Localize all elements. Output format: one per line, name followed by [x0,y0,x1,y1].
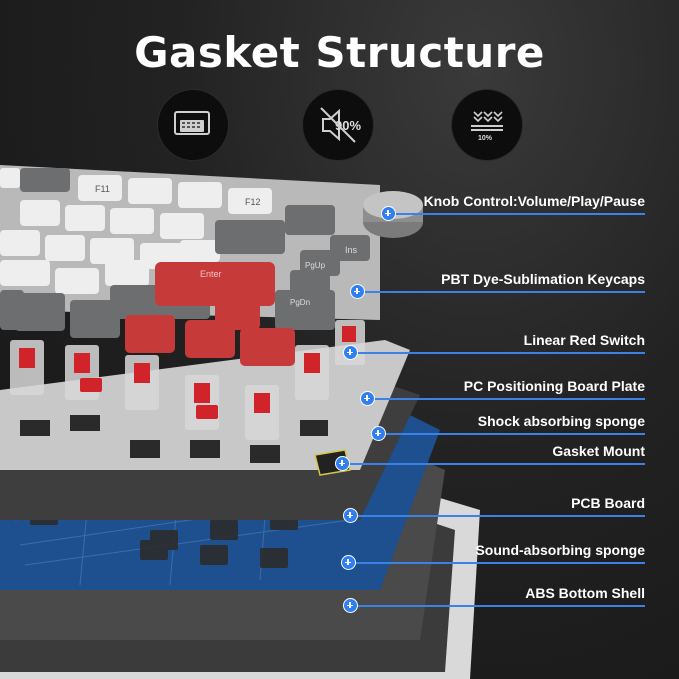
callout-pc-plate: PC Positioning Board Plate [0,378,679,422]
mute-percent-icon: 90% [303,90,373,160]
callout-marker-icon[interactable] [343,345,358,360]
callout-knob-control: Knob Control:Volume/Play/Pause [0,193,679,237]
callout-label: PBT Dye-Sublimation Keycaps [441,271,645,287]
callout-marker-icon[interactable] [343,508,358,523]
callout-marker-icon[interactable] [335,456,350,471]
callout-marker-icon[interactable] [381,206,396,221]
keycaps: F11 F12 Ins PgUp PgDn Enter [0,165,380,366]
callout-label: Gasket Mount [552,443,645,459]
layers-percent-icon: 10% [452,90,522,160]
switch-row [10,320,365,440]
key-pgup-legend: PgUp [305,261,326,270]
key-pgdn-legend: PgDn [290,298,310,307]
callout-label: PC Positioning Board Plate [463,378,645,394]
key-f11-legend: F11 [95,184,110,194]
layers-percent-text: 10% [478,135,493,142]
callout-marker-icon[interactable] [343,598,358,613]
callout-bottom-shell: ABS Bottom Shell [0,585,679,629]
callout-marker-icon[interactable] [360,391,375,406]
key-f12-legend: F12 [245,197,261,207]
callout-pcb-board: PCB Board [0,495,679,539]
callout-sound-sponge: Sound-absorbing sponge [0,542,679,586]
callout-marker-icon[interactable] [371,426,386,441]
callout-pbt-keycaps: PBT Dye-Sublimation Keycaps [0,271,679,315]
callout-marker-icon[interactable] [341,555,356,570]
key-enter-legend: Enter [200,269,222,279]
callout-gasket-mount: Gasket Mount [0,443,679,487]
keyboard-display-icon [158,90,228,160]
callout-linear-switch: Linear Red Switch [0,332,679,376]
callout-label: Knob Control:Volume/Play/Pause [423,193,645,209]
callout-shock-sponge: Shock absorbing sponge [0,413,679,457]
page-title: Gasket Structure [134,28,545,77]
callout-label: Shock absorbing sponge [477,413,645,429]
callout-label: Sound-absorbing sponge [475,542,645,558]
callout-label: PCB Board [571,495,645,511]
callout-marker-icon[interactable] [350,284,365,299]
callout-label: Linear Red Switch [523,332,645,348]
callout-label: ABS Bottom Shell [525,585,645,601]
key-ins-legend: Ins [345,245,358,255]
